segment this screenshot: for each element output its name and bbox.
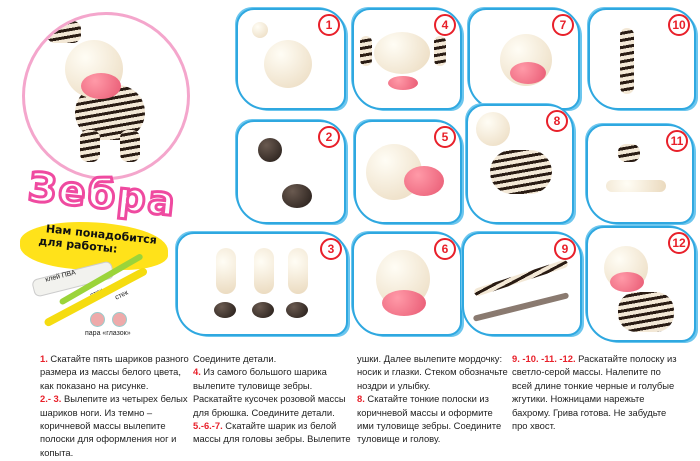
step-5-7-number: 5.-6.-7.: [193, 420, 223, 432]
finished-zebra-image: [22, 12, 190, 180]
step-panel-10: 10: [588, 8, 696, 110]
step-2-3-text: Вылепите из четырех белых шариков ноги. …: [40, 393, 188, 458]
step-number: 10: [668, 14, 690, 36]
step-panel-11: 11: [586, 124, 694, 224]
step-2-3-number: 2.- 3.: [40, 393, 62, 405]
step-number: 11: [666, 130, 688, 152]
step-8-text: Скатайте тонкие полоски из коричневой ма…: [357, 393, 502, 445]
step-number: 9: [554, 238, 576, 260]
step-panel-8: 8: [466, 104, 574, 224]
connect-text: Соедините детали.: [193, 353, 277, 364]
step-panel-3: 3: [176, 232, 348, 336]
instructions-column-3: ушки. Далее вылепите мордочку: носик и г…: [357, 352, 509, 446]
step-number: 3: [320, 238, 342, 260]
eye-icon: [90, 312, 105, 327]
page-title: Зебра: [25, 163, 181, 227]
step-4-text: Из самого большого шарика вылепите тулов…: [193, 366, 346, 418]
instructions-column-4: 9. -10. -11. -12. Раскатайте полоску из …: [512, 352, 677, 432]
step-1-text: Скатайте пять шариков разного размера из…: [40, 353, 189, 391]
step-4-number: 4.: [193, 366, 201, 378]
materials-banner: [20, 222, 168, 270]
eye-icon: [112, 312, 127, 327]
step-1-number: 1.: [40, 353, 48, 364]
step-number: 7: [552, 14, 574, 36]
step-panel-7: 7: [468, 8, 580, 110]
stack-label-2: стек: [114, 289, 130, 302]
step-number: 5: [434, 126, 456, 148]
instructions-column-2: Соедините детали. 4. Из самого большого ш…: [193, 352, 353, 446]
step-panel-4: 4: [352, 8, 462, 110]
step-number: 8: [546, 110, 568, 132]
step-panel-1: 1: [236, 8, 346, 110]
instructions-column-1: 1. Скатайте пять шариков разного размера…: [40, 352, 190, 459]
step-number: 6: [434, 238, 456, 260]
step-number: 12: [668, 232, 690, 254]
eyes-label: пара «глазок»: [85, 330, 131, 337]
step-number: 4: [434, 14, 456, 36]
step-panel-12: 12: [586, 226, 696, 342]
step-panel-5: 5: [354, 120, 462, 224]
step-number: 2: [318, 126, 340, 148]
step-panel-9: 9: [462, 232, 582, 336]
step-9-12-number: 9. -10. -11. -12.: [512, 353, 576, 364]
step-9-12-text: Раскатайте полоску из светло-серой массы…: [512, 353, 677, 432]
step-5-7-text: Скатайте шарик из белой массы для головы…: [193, 420, 351, 445]
step-5-7-continued: ушки. Далее вылепите мордочку: носик и г…: [357, 353, 508, 391]
step-panel-6: 6: [352, 232, 462, 336]
step-8-number: 8.: [357, 393, 365, 405]
step-number: 1: [318, 14, 340, 36]
step-panel-2: 2: [236, 120, 346, 224]
